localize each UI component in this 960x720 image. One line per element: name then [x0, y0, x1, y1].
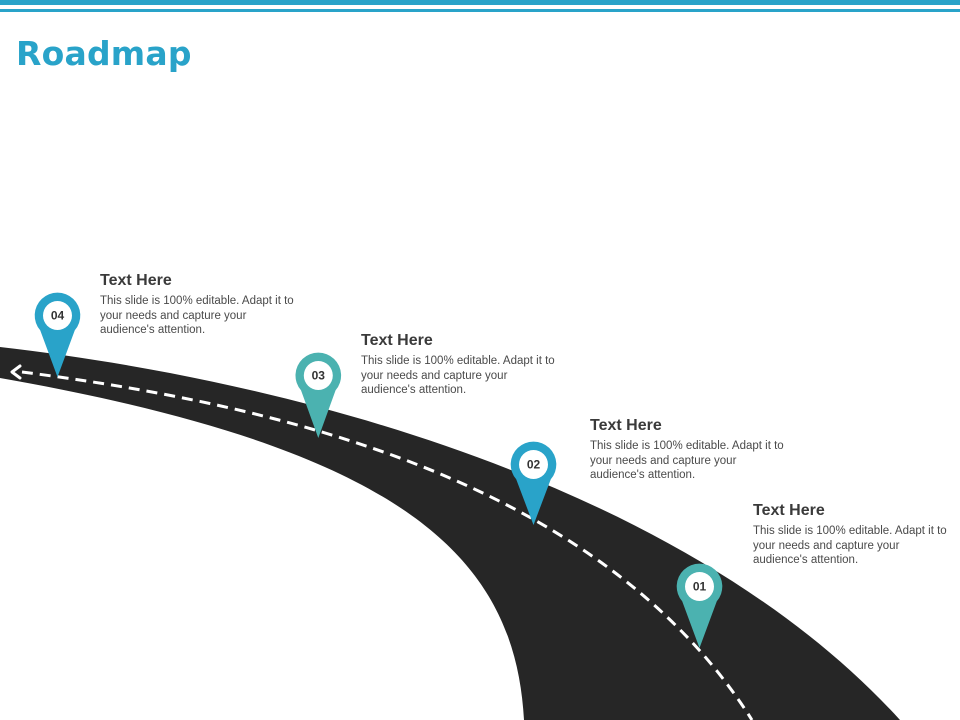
pin-number: 02 — [527, 458, 541, 472]
milestone-pin-02: 02 — [510, 441, 557, 525]
road — [0, 347, 900, 720]
header-bar-thin — [0, 9, 960, 12]
milestone-heading: Text Here — [100, 272, 172, 289]
pin-number: 03 — [312, 369, 326, 383]
pin-number: 04 — [51, 309, 65, 323]
milestone-text-01: Text Here This slide is 100% editable. A… — [753, 502, 953, 568]
milestone-text-04: Text Here This slide is 100% editable. A… — [100, 272, 300, 338]
milestone-description: This slide is 100% editable. Adapt it to… — [753, 525, 947, 566]
milestone-pin-01: 01 — [676, 563, 723, 648]
milestone-description: This slide is 100% editable. Adapt it to… — [590, 440, 784, 481]
milestone-pin-04: 04 — [34, 292, 81, 377]
road-centerline — [21, 370, 754, 720]
arrow-left-icon — [10, 364, 22, 380]
pin-number: 01 — [693, 580, 707, 594]
milestone-heading: Text Here — [753, 502, 825, 519]
milestone-heading: Text Here — [361, 332, 433, 349]
header-bar-thick — [0, 0, 960, 5]
milestone-text-03: Text Here This slide is 100% editable. A… — [361, 332, 561, 398]
milestone-description: This slide is 100% editable. Adapt it to… — [361, 355, 555, 396]
milestone-text-02: Text Here This slide is 100% editable. A… — [590, 417, 790, 483]
page-title: Roadmap — [16, 34, 192, 73]
milestone-description: This slide is 100% editable. Adapt it to… — [100, 295, 294, 336]
milestone-pin-03: 03 — [295, 352, 342, 438]
milestone-heading: Text Here — [590, 417, 662, 434]
